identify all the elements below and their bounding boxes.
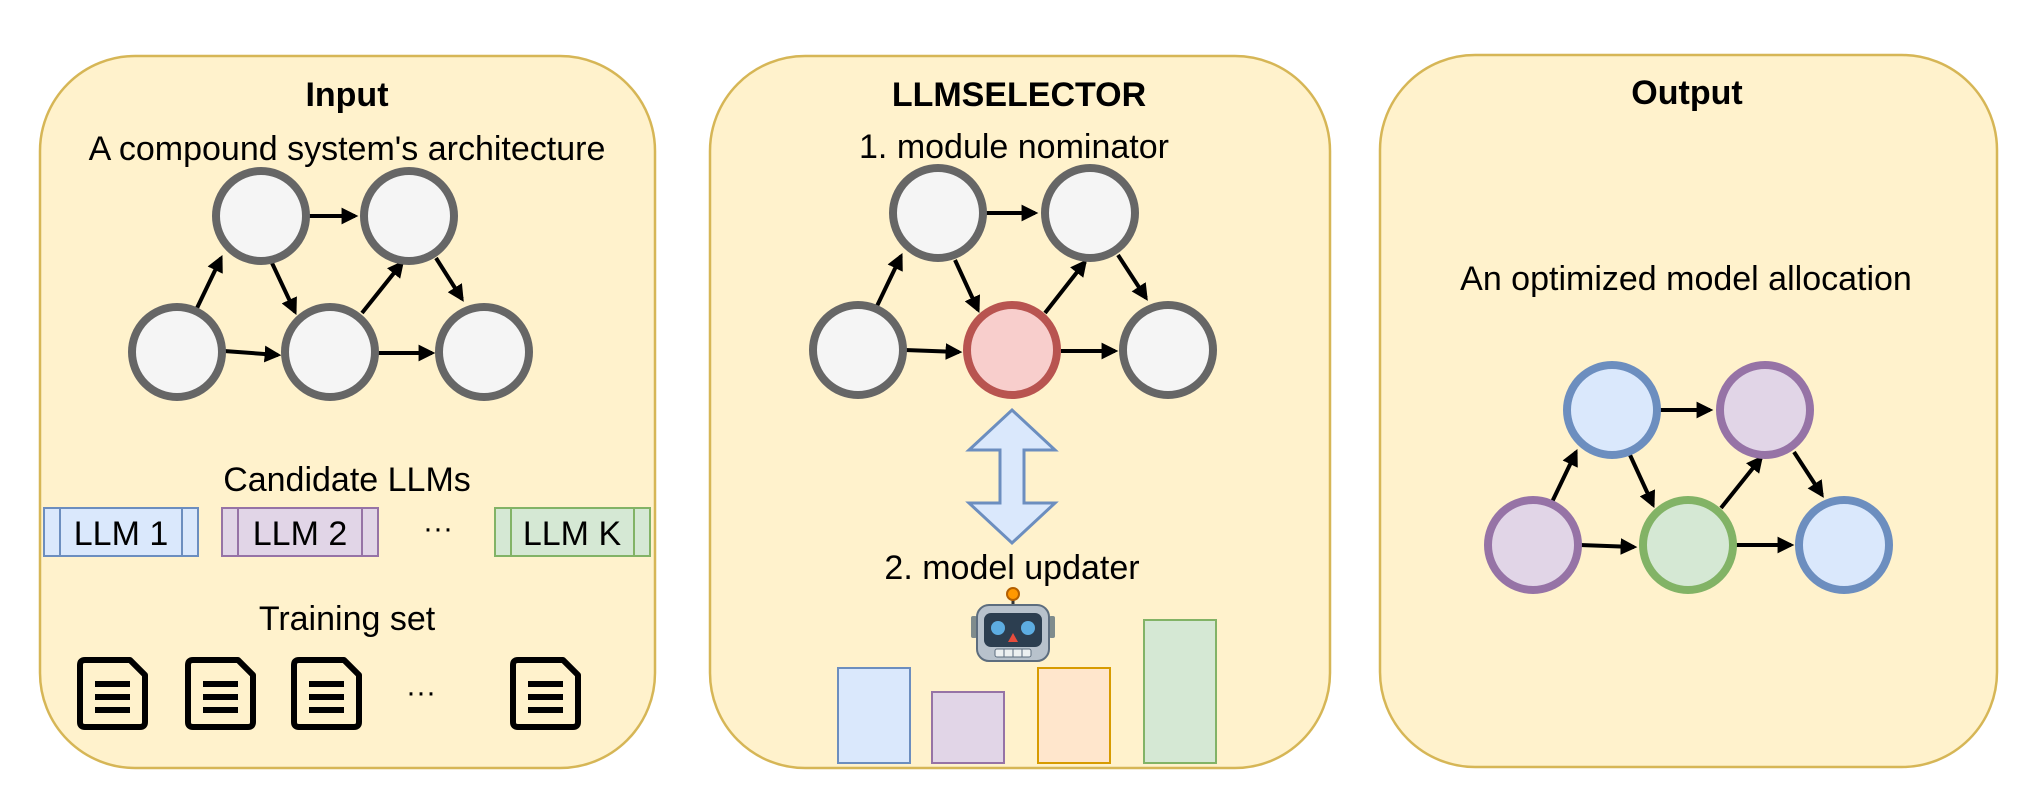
graph-node — [1563, 361, 1661, 459]
input-title: Input — [305, 76, 388, 114]
graph-node — [809, 301, 907, 399]
double-arrow-icon — [965, 407, 1059, 546]
score-bar — [931, 691, 1005, 764]
input-panel: Input A compound system's architecture C… — [38, 54, 657, 770]
graph-node — [128, 303, 226, 401]
graph-node — [360, 167, 458, 265]
document-icon — [291, 657, 362, 730]
nominator-graph — [875, 204, 1148, 360]
score-bar — [1143, 619, 1217, 764]
output-title: Output — [1631, 74, 1742, 112]
graph-node — [212, 167, 310, 265]
llm-card: LLM K — [494, 507, 651, 557]
model-updater-label: 2. model updater — [884, 549, 1139, 587]
llm-card-label: LLM K — [523, 515, 622, 553]
graph-node — [281, 303, 379, 401]
candidate-llms-label: Candidate LLMs — [223, 461, 471, 499]
graph-node — [1795, 496, 1893, 594]
selector-panel: LLMSELECTOR 1. module nominator 2. model… — [708, 54, 1332, 770]
llm-ellipsis: ··· — [423, 512, 453, 545]
document-icon — [77, 657, 148, 730]
graph-node — [889, 164, 987, 262]
document-ellipsis: ··· — [406, 676, 436, 709]
robot-icon — [971, 587, 1055, 662]
architecture-graph — [195, 207, 464, 363]
document-icon — [185, 657, 256, 730]
llm-card: LLM 1 — [43, 507, 199, 557]
document-icon — [510, 657, 581, 730]
optimized-allocation-label: An optimized model allocation — [1460, 260, 1912, 298]
module-nominator-label: 1. module nominator — [859, 128, 1169, 166]
output-panel: Output An optimized model allocation — [1378, 53, 1999, 769]
graph-node — [1639, 496, 1737, 594]
allocation-graph — [1550, 401, 1824, 555]
training-set-label: Training set — [259, 600, 436, 638]
nominated-node — [963, 301, 1061, 399]
llm-card-label: LLM 1 — [74, 515, 169, 553]
score-bar — [1037, 667, 1111, 764]
selector-title: LLMSELECTOR — [892, 76, 1146, 114]
llm-card: LLM 2 — [221, 507, 379, 557]
graph-node — [1119, 301, 1217, 399]
graph-node — [435, 303, 533, 401]
graph-node — [1716, 361, 1814, 459]
score-bar — [837, 667, 911, 764]
llm-card-label: LLM 2 — [253, 515, 348, 553]
architecture-label: A compound system's architecture — [89, 130, 606, 168]
graph-node — [1484, 496, 1582, 594]
graph-node — [1041, 164, 1139, 262]
